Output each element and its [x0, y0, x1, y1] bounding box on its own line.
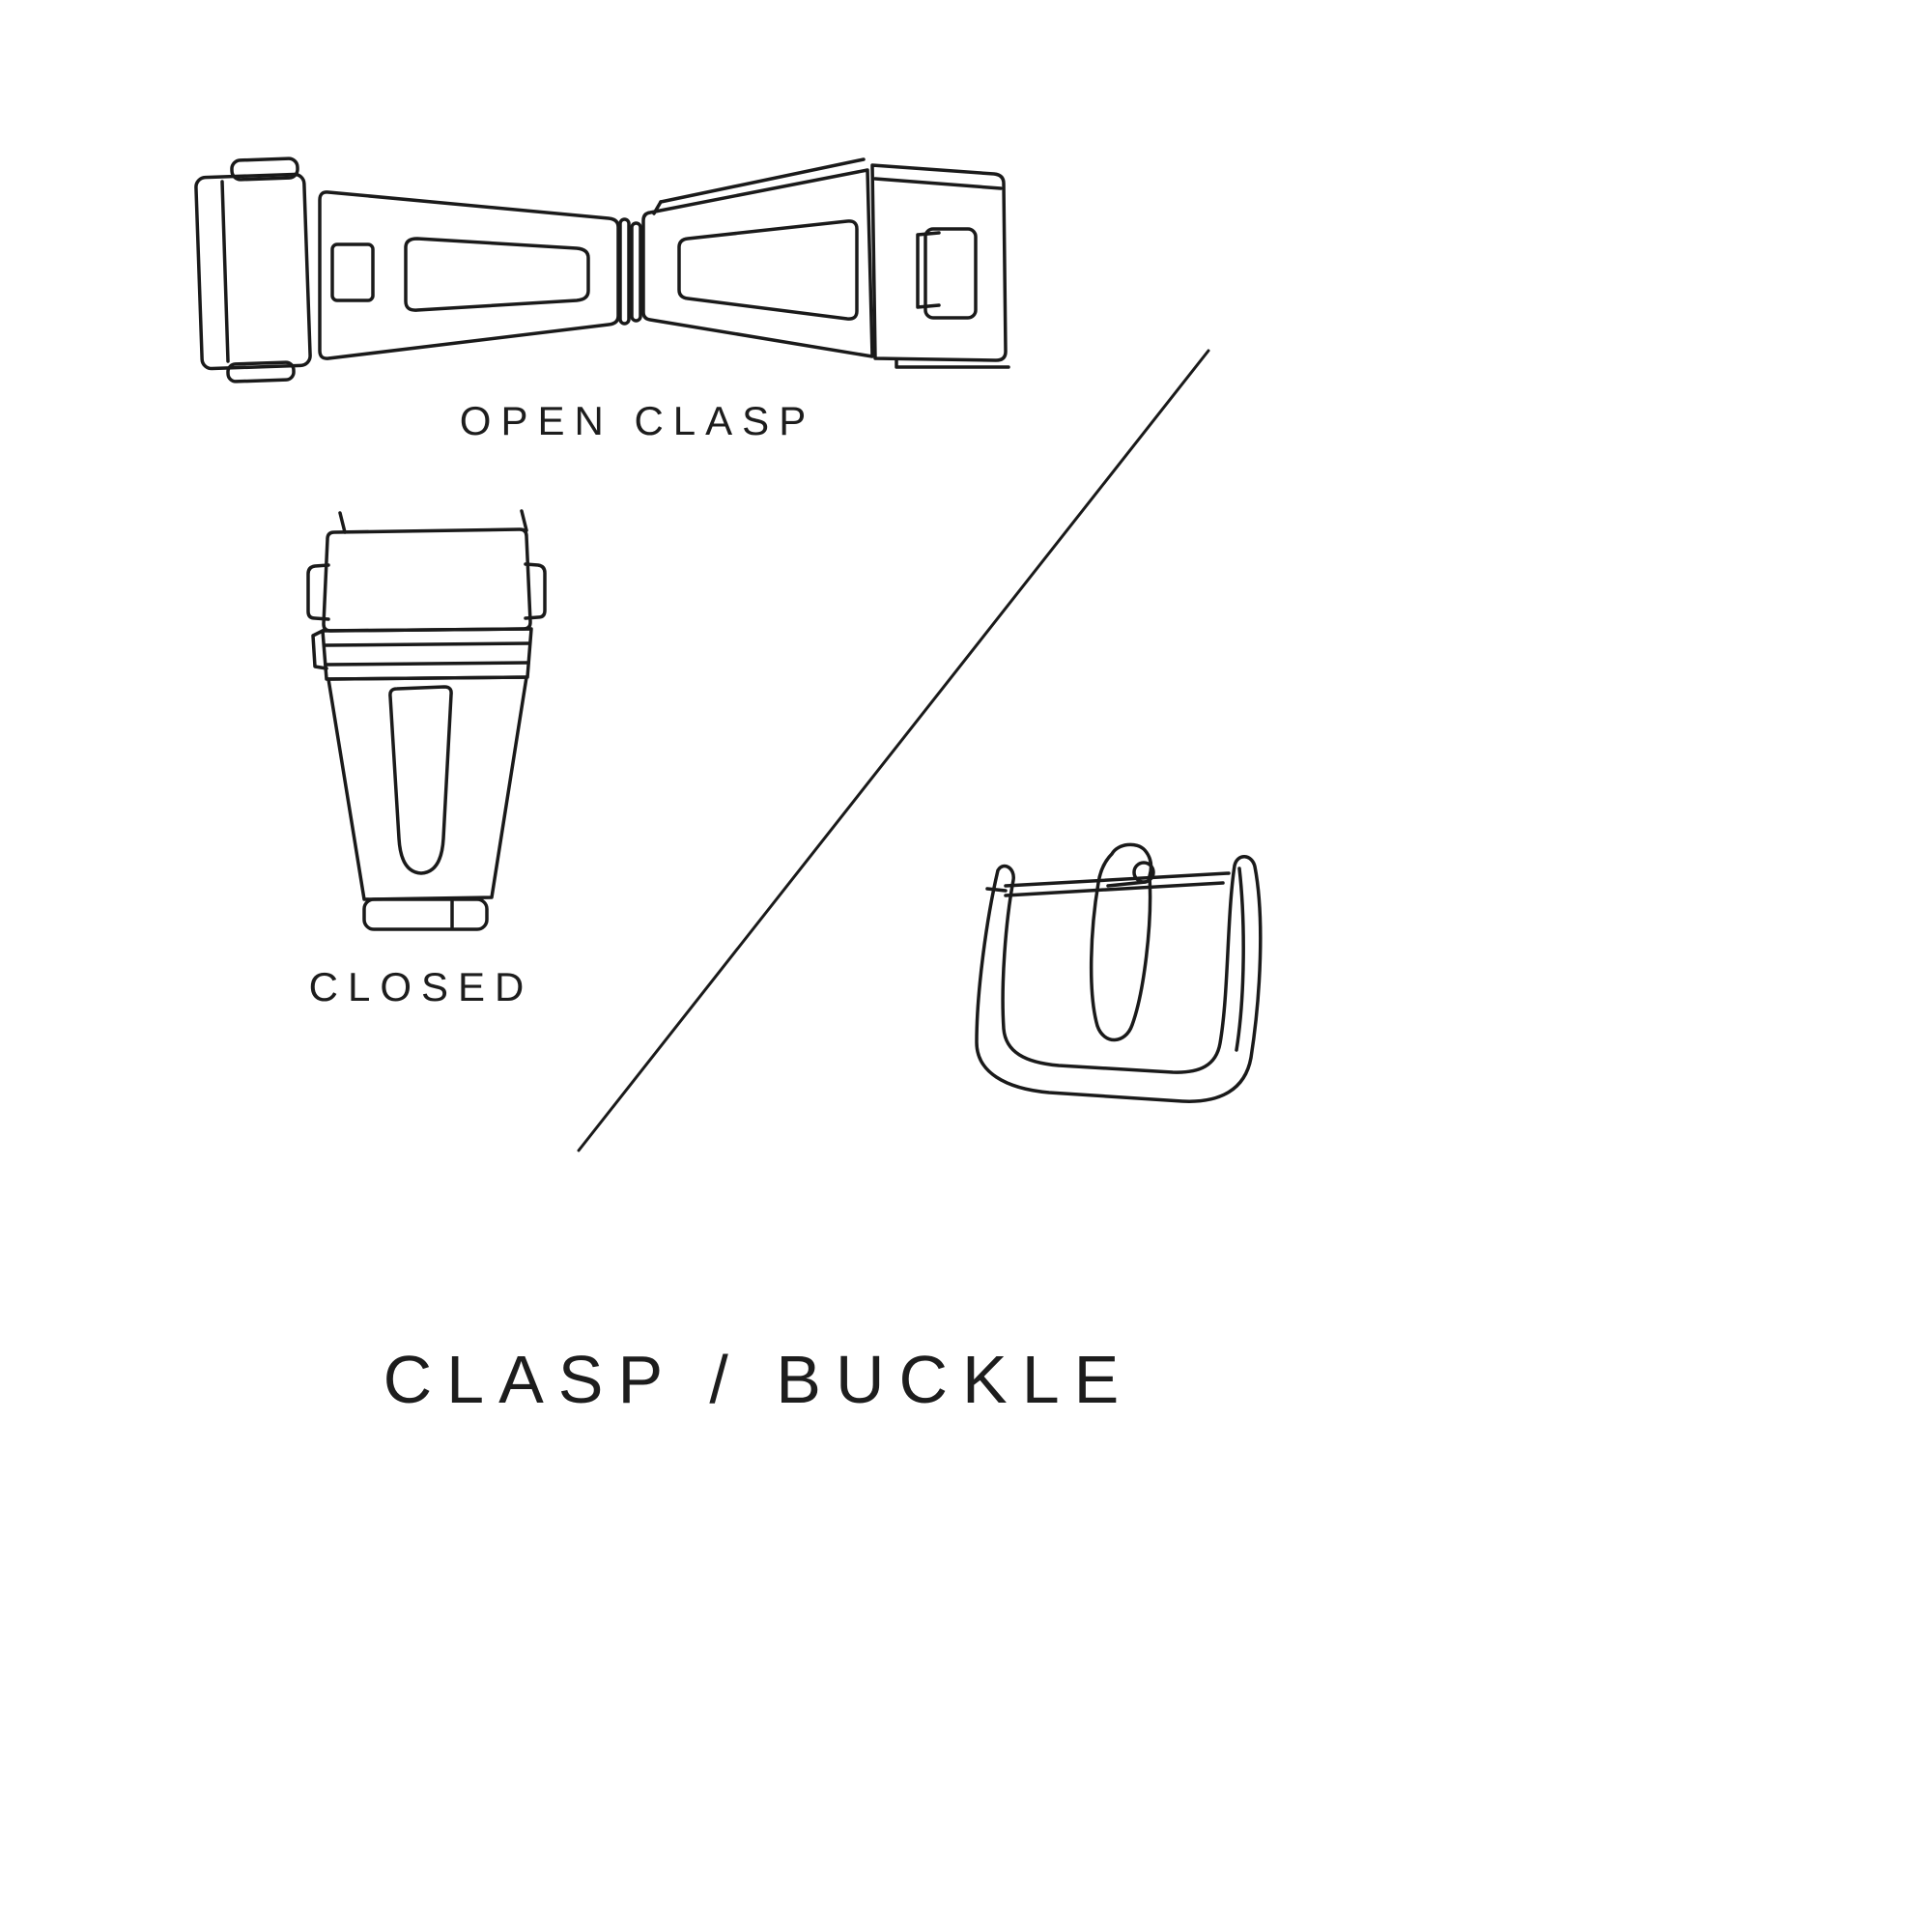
closed-clasp-foot: [362, 897, 489, 931]
closed-clasp-ear-left: [306, 563, 330, 621]
divider-line: [577, 349, 1210, 1152]
buckle-frame-face-line: [1235, 867, 1245, 1052]
buckle-frame: [975, 855, 1263, 1103]
open-clasp-left-endpiece: [194, 156, 312, 384]
open-clasp-left-blade: [318, 190, 620, 360]
tang-buckle-illustration: [975, 842, 1263, 1103]
buckle-spring-bar: [985, 871, 1231, 897]
open-clasp-right-endcap: [870, 163, 1010, 369]
open-clasp-hinge: [618, 217, 642, 326]
closed-clasp-body: [327, 675, 528, 901]
page-title: CLASP / BUCKLE: [383, 1342, 1134, 1417]
closed-clasp-prong-right: [520, 509, 528, 532]
closed-clasp-band: [311, 627, 533, 681]
open-clasp-right-blade: [641, 157, 874, 358]
open-clasp-caption: OPEN CLASP: [459, 398, 816, 443]
closed-clasp-caption: CLOSED: [308, 964, 534, 1009]
closed-clasp-prong-left: [338, 511, 347, 534]
open-clasp-illustration: [194, 156, 1010, 384]
buckle-tongue: [1089, 842, 1155, 1042]
closed-clasp-ear-right: [524, 562, 547, 620]
closed-clasp-top-block: [322, 527, 532, 633]
closed-clasp-illustration: [306, 509, 547, 931]
